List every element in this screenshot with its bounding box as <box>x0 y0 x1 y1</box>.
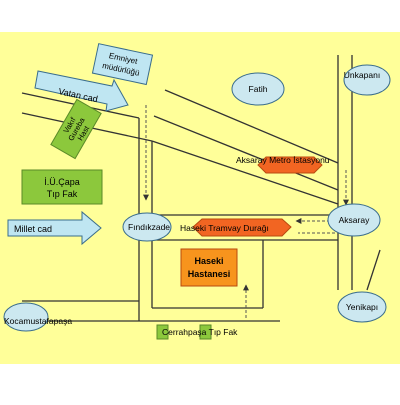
kocamustafapasa-label: Kocamustafapaşa <box>4 316 72 326</box>
station-haseki-tramvay: Haseki Tramvay Durağı <box>180 218 292 237</box>
haseki-hastanesi-line-1: Haseki <box>194 256 223 266</box>
emniyet-box <box>91 43 154 86</box>
district-findikzade: Fındıkzade <box>122 212 172 242</box>
capa-line-2: Tıp Fak <box>47 189 78 199</box>
landmark-capa: İ.Ü.Çapa Tıp Fak <box>21 169 103 205</box>
district-fatih: Fatih <box>231 72 285 106</box>
cerrahpasa-right-marker <box>199 324 212 340</box>
haseki-hastanesi-box <box>180 248 238 287</box>
unkapani-ellipse <box>343 64 391 96</box>
capa-box <box>21 169 103 205</box>
millet-arrow-shape <box>7 210 102 246</box>
fatih-ellipse <box>231 72 285 106</box>
district-kocamustafapasa: Kocamustafapaşa <box>3 302 72 332</box>
aksaray-metro-shape <box>257 156 323 174</box>
findikzade-label: Fındıkzade <box>128 222 170 232</box>
road-vatan-extension <box>151 140 339 205</box>
road-network <box>21 55 381 322</box>
fatih-label: Fatih <box>249 84 268 94</box>
landmark-haseki-hastanesi: Haseki Hastanesi <box>180 248 238 287</box>
findikzade-ellipse <box>122 212 172 242</box>
haseki-tramvay-shape <box>192 218 292 237</box>
unkapani-label: Unkapanı <box>344 70 380 80</box>
cerrahpasa-label: Cerrahpaşa Tıp Fak <box>162 327 238 337</box>
capa-line-1: İ.Ü.Çapa <box>44 177 80 187</box>
haseki-tramvay-label: Haseki Tramvay Durağı <box>180 223 269 233</box>
road-arrow-millet: Millet cad <box>7 210 102 246</box>
vakif-gureba-box <box>50 98 102 160</box>
yenikapi-ellipse <box>337 291 387 323</box>
yenikapi-label: Yenikapı <box>346 302 378 312</box>
haseki-hastanesi-line-2: Hastanesi <box>188 269 231 279</box>
kocamustafapasa-ellipse <box>3 302 49 332</box>
district-aksaray: Aksaray <box>327 203 381 237</box>
vatan-arrow-shape <box>34 70 129 112</box>
aksaray-metro-label: Aksaray Metro İstasyonu <box>236 155 330 165</box>
landmark-cerrahpasa: Cerrahpaşa Tıp Fak <box>156 324 238 340</box>
district-unkapani: Unkapanı <box>343 64 391 96</box>
road-east-spur <box>366 249 381 291</box>
millet-road-label: Millet cad <box>14 224 52 234</box>
station-aksaray-metro: Aksaray Metro İstasyonu <box>236 155 330 174</box>
aksaray-ellipse <box>327 203 381 237</box>
aksaray-label: Aksaray <box>339 215 370 225</box>
road-diagonal-to-aksaray <box>153 115 339 191</box>
road-diagonal-upper <box>164 89 339 164</box>
cerrahpasa-left-marker <box>156 324 169 340</box>
landmark-emniyet: Emniyet müdürlüğü <box>91 43 154 86</box>
landmark-vakif-gureba: Vakıf Gureba Hast <box>50 98 102 160</box>
district-yenikapi: Yenikapı <box>337 291 387 323</box>
